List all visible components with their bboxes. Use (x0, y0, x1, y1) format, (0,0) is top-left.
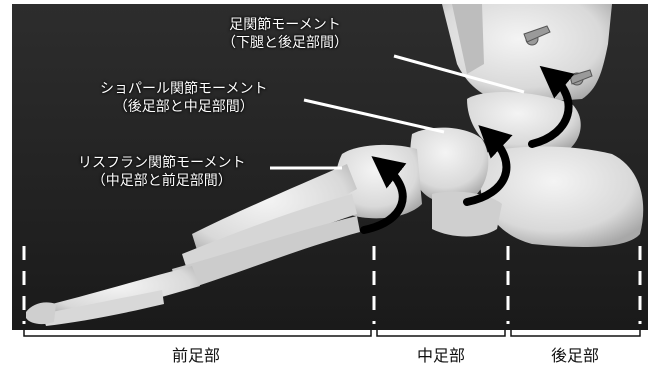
lisfranc-moment-title: リスフラン関節モーメント (78, 154, 245, 172)
lisfranc-moment-subtitle: （中足部と前足部間） (78, 172, 245, 190)
navicular-bone (410, 128, 488, 199)
phalanx-bones (26, 266, 200, 326)
chopart-moment-title: ショパール関節モーメント (100, 80, 267, 98)
lisfranc-moment-label: リスフラン関節モーメント （中足部と前足部間） (78, 154, 245, 190)
hindfoot-label: 後足部 (551, 346, 599, 366)
chopart-leader-line (304, 100, 444, 132)
ankle-moment-title: 足関節モーメント (222, 16, 348, 34)
ankle-moment-label: 足関節モーメント （下腿と後足部間） (222, 16, 348, 52)
chopart-moment-label: ショパール関節モーメント （後足部と中足部間） (100, 80, 267, 116)
midfoot-label: 中足部 (417, 346, 465, 366)
ankle-moment-subtitle: （下腿と後足部間） (222, 34, 348, 52)
midfoot-bracket (377, 330, 505, 336)
tibia-bone (442, 4, 612, 104)
hindfoot-bracket (511, 330, 640, 336)
forefoot-label: 前足部 (172, 346, 220, 366)
forefoot-bracket (24, 330, 371, 336)
chopart-moment-subtitle: （後足部と中足部間） (100, 98, 267, 116)
